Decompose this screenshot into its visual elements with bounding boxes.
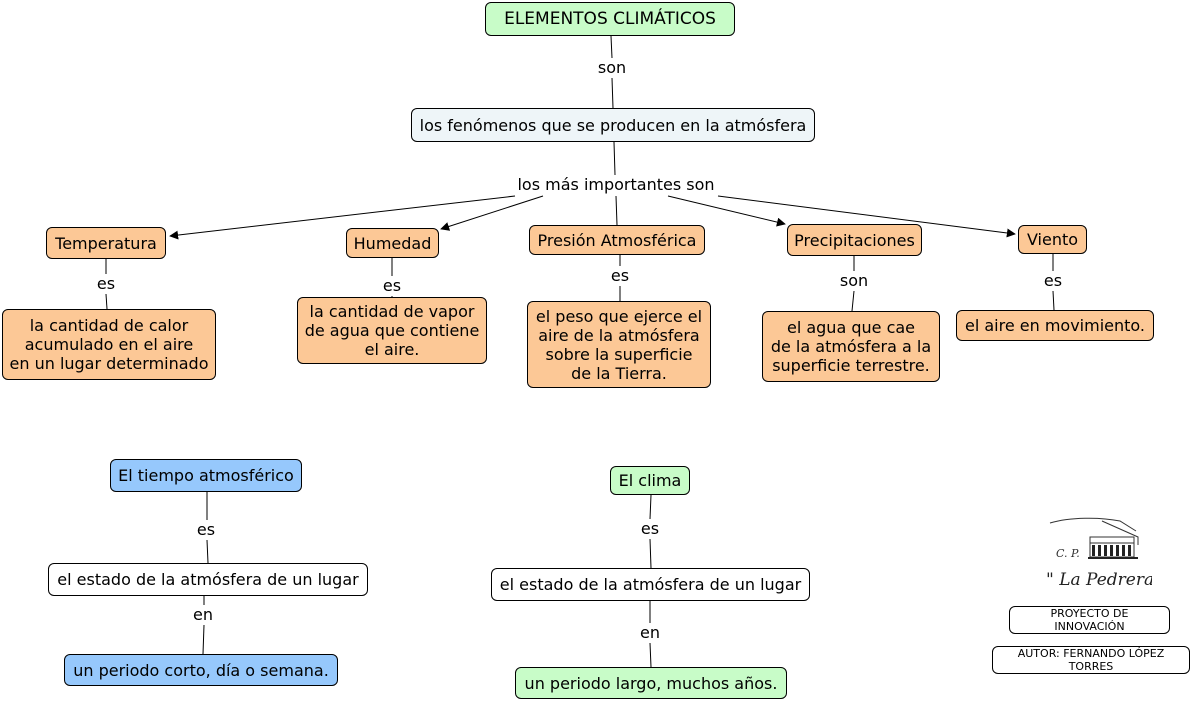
logo-name: " La Pedrera " [1046,570,1152,590]
clima-periodo-node[interactable]: un periodo largo, muchos años. [515,667,787,699]
link-es-tempdef [105,293,108,310]
link-en-climaperiodo [649,642,652,668]
tiempo-periodo-node[interactable]: un periodo corto, día o semana. [64,654,338,686]
link-clima-es [649,494,652,520]
link-son-fenomenos [611,77,614,109]
school-logo: C. P. " La Pedrera " [1046,517,1152,590]
fenomenos-node[interactable]: los fenómenos que se producen en la atmó… [411,108,815,142]
presion-node[interactable]: Presión Atmosférica [529,225,705,255]
precipitaciones-node[interactable]: Precipitaciones [787,224,922,256]
link-to-precipitaciones [667,195,786,227]
link-es-climaestado [649,538,652,569]
label-importantes: los más importantes son [515,175,717,194]
label-es-temperatura: es [94,274,118,293]
label-es-viento: es [1041,271,1065,290]
temperatura-node[interactable]: Temperatura [46,227,166,259]
link-title-son [610,35,613,59]
label-son-precipitaciones: son [837,271,871,290]
link-to-temperatura [169,195,516,240]
precipitaciones-definition[interactable]: el agua que cae de la atmósfera a la sup… [762,311,940,382]
presion-definition[interactable]: el peso que ejerce el aire de la atmósfe… [527,301,711,388]
link-en-tiempoperiodo [202,624,205,655]
humedad-node[interactable]: Humedad [346,228,439,258]
label-en-clima: en [638,623,662,642]
link-to-presion [615,195,618,226]
label-son: son [595,58,629,77]
link-to-viento [717,195,1016,238]
link-es-tiempoestado [206,539,209,564]
tiempo-estado-node[interactable]: el estado de la atmósfera de un lugar [48,563,368,596]
temperatura-definition[interactable]: la cantidad de calor acumulado en el air… [2,309,216,380]
viento-definition[interactable]: el aire en movimiento. [956,310,1154,341]
clima-node[interactable]: El clima [610,466,690,495]
clima-estado-node[interactable]: el estado de la atmósfera de un lugar [491,568,810,601]
label-es-humedad: es [380,276,404,295]
title-node[interactable]: ELEMENTOS CLIMÁTICOS [485,2,735,36]
label-en-tiempo: en [191,605,215,624]
autor-node[interactable]: AUTOR: FERNANDO LÓPEZ TORRES [992,646,1190,674]
link-fenomenos-importantes [613,141,616,176]
link-to-humedad [440,195,544,231]
label-es-tiempo: es [194,520,218,539]
viento-node[interactable]: Viento [1018,225,1087,254]
logo-initials: C. P. [1056,547,1080,560]
proyecto-node[interactable]: PROYECTO DE INNOVACIÓN [1009,606,1170,634]
label-es-presion: es [608,266,632,285]
label-es-clima: es [638,519,662,538]
link-son-precdef [851,290,855,312]
link-es-vientodef [1052,290,1055,311]
tiempo-node[interactable]: El tiempo atmosférico [110,459,302,492]
humedad-definition[interactable]: la cantidad de vapor de agua que contien… [297,297,487,364]
